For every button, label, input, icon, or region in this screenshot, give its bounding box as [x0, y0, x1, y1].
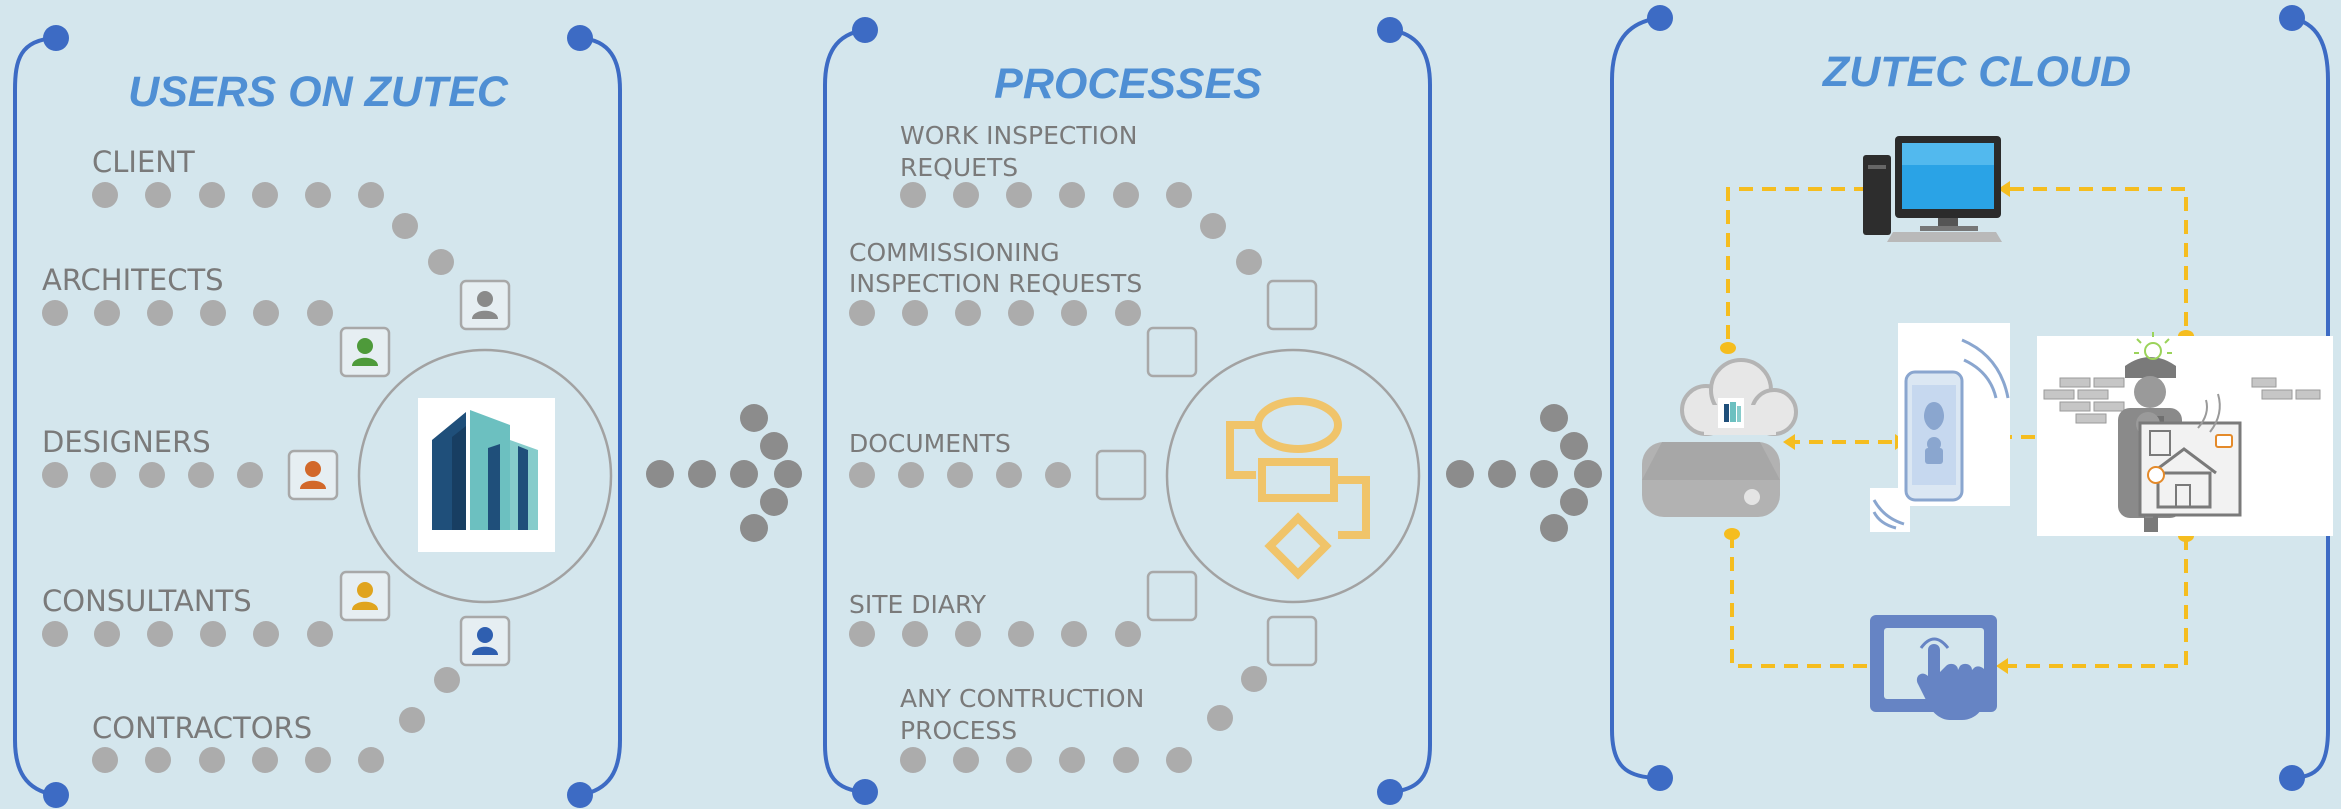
tablet-touch-icon — [1870, 615, 1997, 720]
bracket-node — [1377, 779, 1403, 805]
user-label-client: CLIENT — [92, 145, 195, 179]
documents-dot-path — [849, 462, 1071, 488]
smartphone-icon — [1870, 323, 2010, 532]
flowchart-icon — [1226, 397, 1370, 580]
users-panel: USERS ON ZUTEC CLIENT ARCHITECTS DESIGNE… — [13, 25, 622, 808]
process-label-work-inspection-line2: REQUETS — [900, 153, 1018, 182]
contractors-dot-path — [92, 667, 460, 773]
bracket-node — [567, 25, 593, 51]
process-label-construction-line1: ANY CONTRUCTION — [900, 684, 1144, 713]
process-node-work-inspection — [1266, 279, 1318, 331]
bracket-node — [852, 779, 878, 805]
users-hub-circle — [357, 348, 613, 604]
field-worker-icon — [2037, 332, 2333, 536]
bracket-node — [2279, 765, 2305, 791]
contractor-user-icon — [459, 615, 511, 667]
users-bracket-right — [579, 36, 622, 797]
flow-arrow-users-to-processes — [646, 404, 802, 542]
lightbulb-icon — [2134, 332, 2172, 360]
consultant-user-icon — [339, 570, 391, 622]
designer-user-icon — [287, 449, 339, 501]
architects-dot-path — [42, 300, 333, 326]
cloud-server-icon — [1642, 358, 1798, 517]
process-node-construction — [1266, 615, 1318, 667]
bracket-node — [567, 782, 593, 808]
process-label-construction-line2: PROCESS — [900, 716, 1017, 745]
consultants-dot-path — [42, 621, 333, 647]
site-diary-dot-path — [849, 621, 1141, 647]
processes-bracket-right — [1389, 28, 1432, 794]
users-title: USERS ON ZUTEC — [128, 68, 509, 116]
bracket-node — [2279, 5, 2305, 31]
desktop-computer-icon — [1863, 136, 2002, 242]
zutec-logo — [418, 398, 555, 552]
bracket-node — [1647, 5, 1673, 31]
designers-dot-path — [42, 462, 263, 488]
construction-dot-path — [900, 666, 1267, 773]
architect-user-icon — [339, 326, 391, 378]
process-label-work-inspection-line1: WORK INSPECTION — [900, 121, 1137, 150]
bracket-node — [1377, 17, 1403, 43]
process-label-documents: DOCUMENTS — [849, 429, 1011, 458]
user-label-contractors: CONTRACTORS — [92, 711, 312, 745]
process-node-site-diary — [1146, 570, 1198, 622]
bracket-node — [43, 782, 69, 808]
flow-arrow-processes-to-cloud — [1446, 404, 1602, 542]
process-node-commissioning — [1146, 326, 1198, 378]
users-bracket-left — [13, 36, 56, 797]
processes-panel: PROCESSES WORK INSPECTION REQUETS COMMIS… — [823, 17, 1432, 805]
process-label-commissioning-line1: COMMISSIONING — [849, 238, 1060, 267]
user-label-architects: ARCHITECTS — [42, 263, 224, 297]
process-label-site-diary: SITE DIARY — [849, 590, 987, 619]
work-inspection-dot-path — [900, 182, 1262, 275]
process-node-documents — [1095, 449, 1147, 501]
process-label-commissioning-line2: INSPECTION REQUESTS — [849, 269, 1142, 298]
client-user-icon — [459, 279, 511, 331]
bracket-node — [1647, 765, 1673, 791]
processes-bracket-left — [823, 28, 866, 794]
user-label-consultants: CONSULTANTS — [42, 584, 252, 618]
cloud-panel: ZUTEC CLOUD — [1610, 5, 2333, 791]
bracket-node — [43, 25, 69, 51]
client-dot-path — [92, 182, 454, 275]
commissioning-dot-path — [849, 300, 1141, 326]
cloud-bracket-right — [2289, 16, 2330, 780]
bracket-node — [852, 17, 878, 43]
cloud-title: ZUTEC CLOUD — [1821, 48, 2131, 96]
user-label-designers: DESIGNERS — [42, 425, 211, 459]
processes-title: PROCESSES — [994, 60, 1262, 108]
cloud-bracket-left — [1610, 16, 1661, 780]
processes-hub-circle — [1165, 348, 1421, 604]
